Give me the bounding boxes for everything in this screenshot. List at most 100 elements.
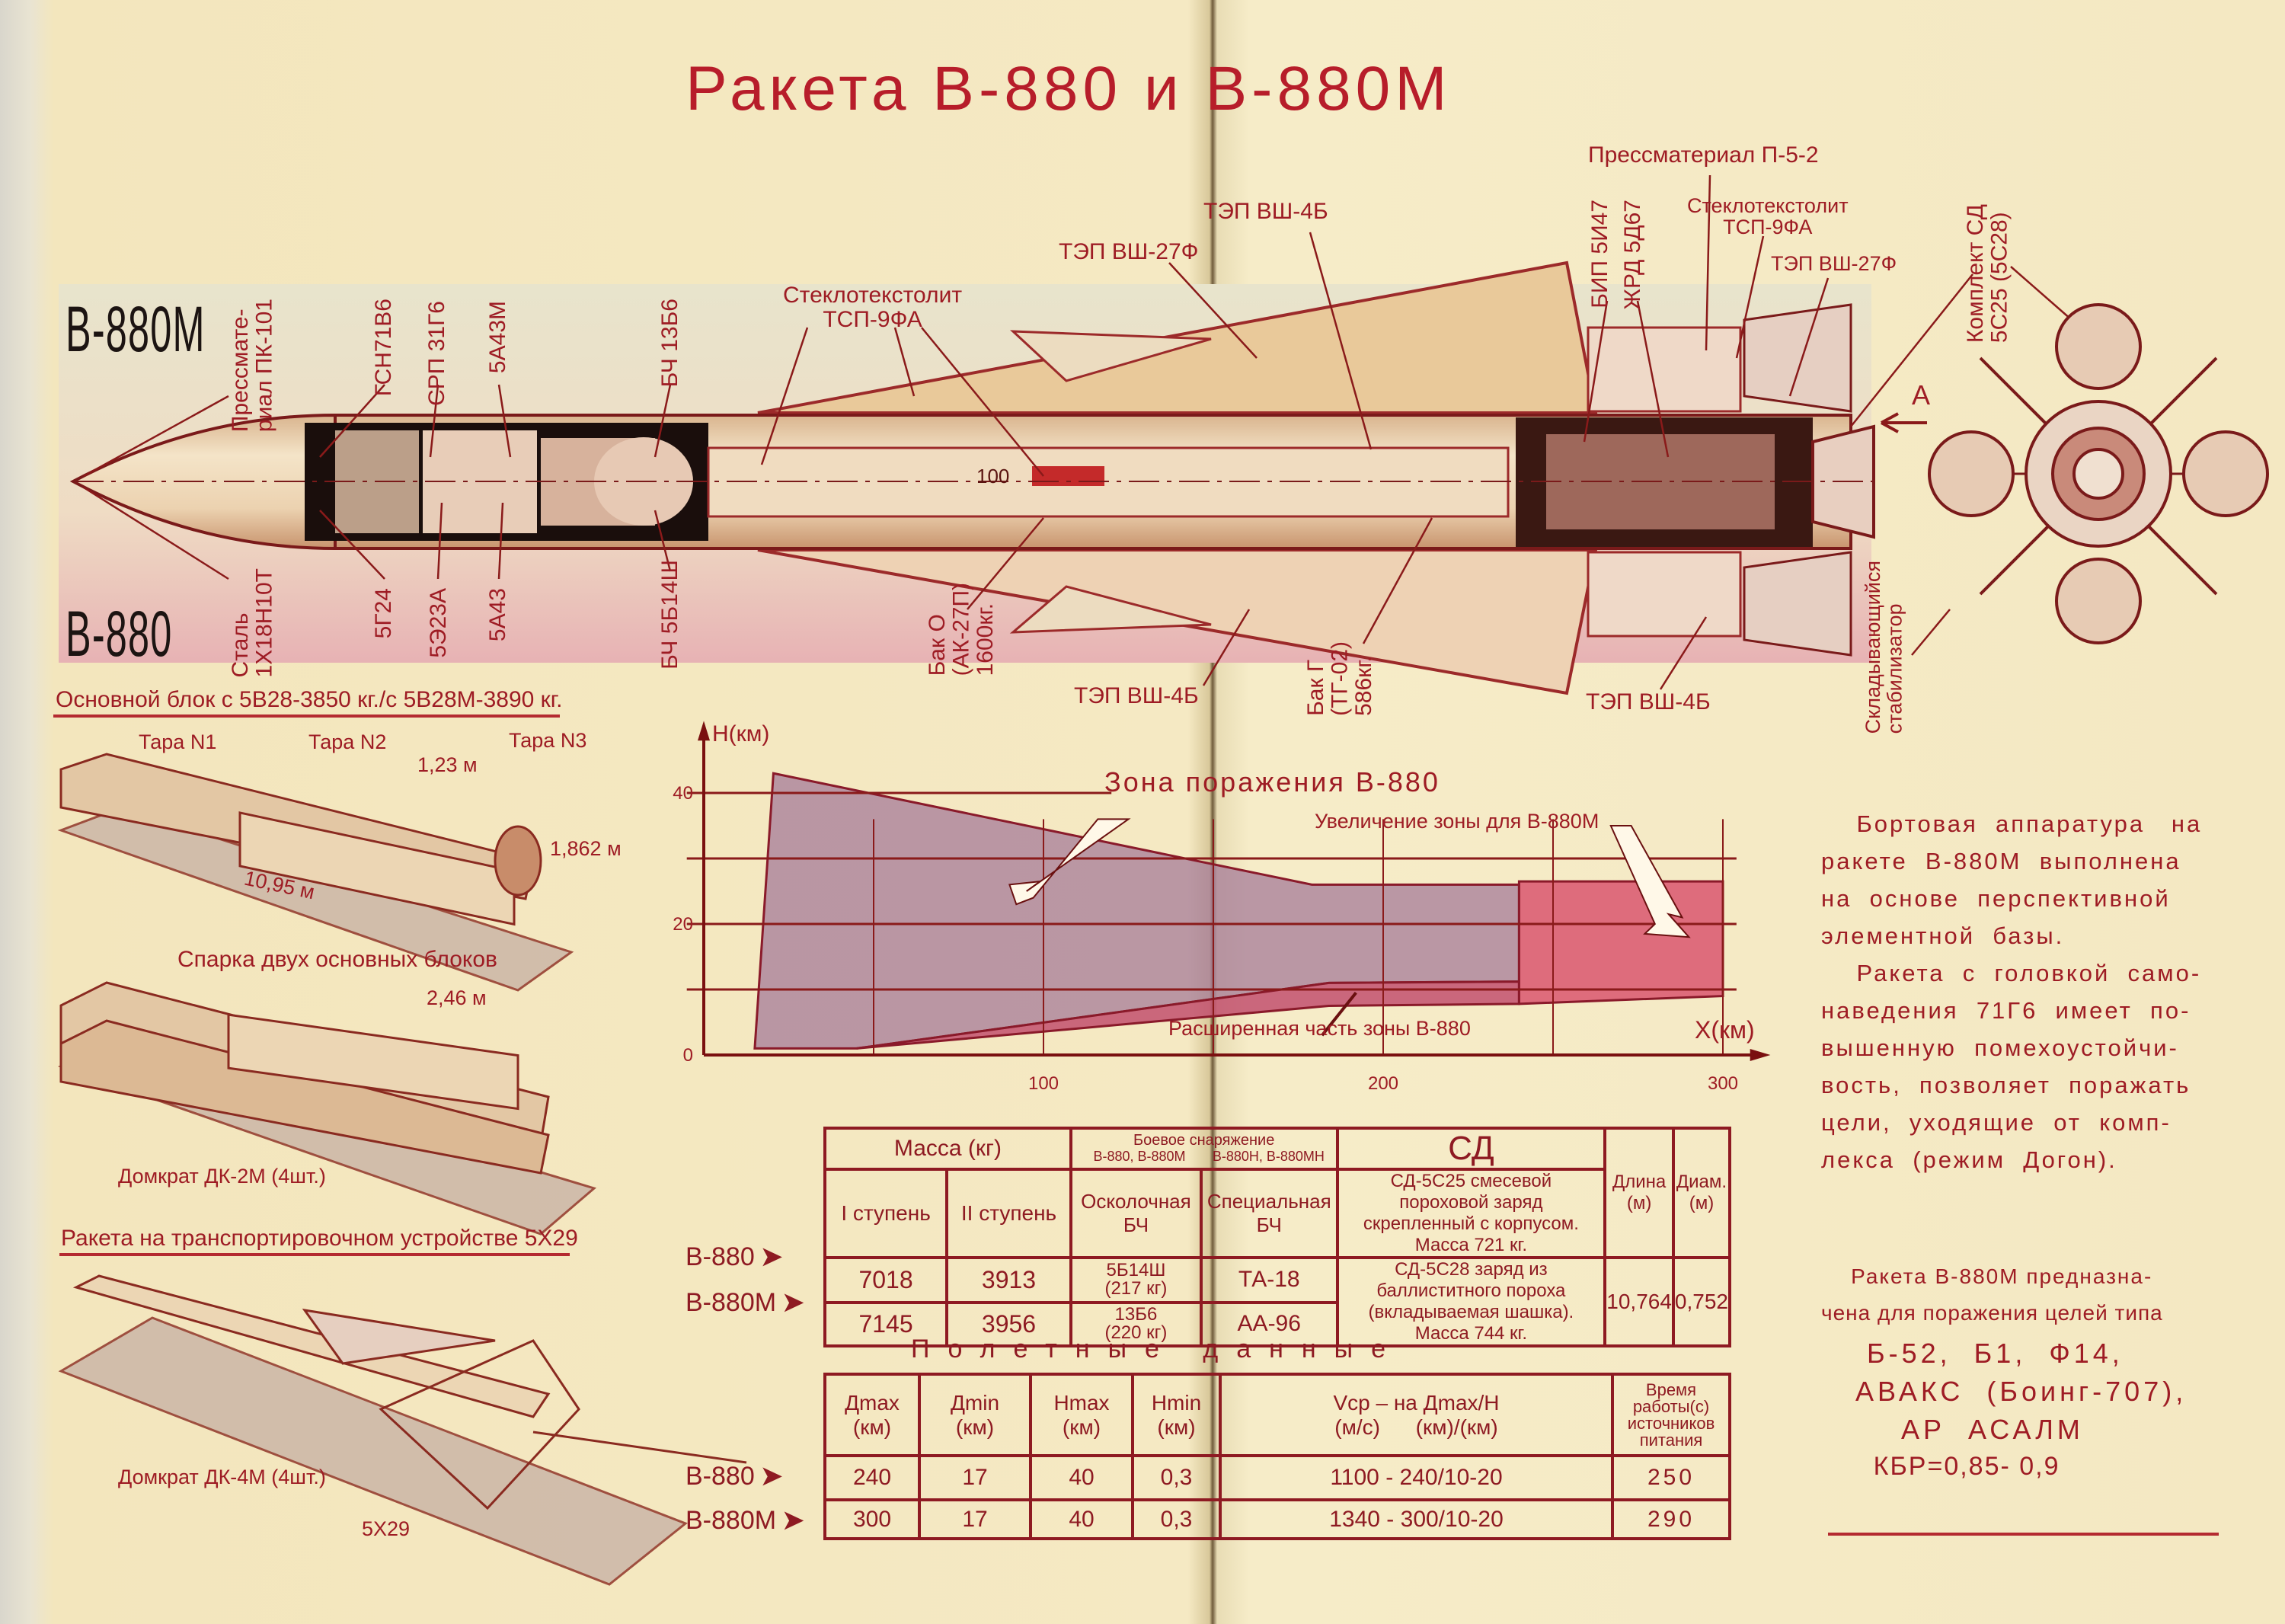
callout-pressmaterial-p52: Прессматериал П-5-2: [1588, 142, 1819, 168]
note-line: на основе перспективной: [1821, 885, 2171, 912]
cell: 17: [918, 1498, 1032, 1540]
note-line: чена для поражения целей типа: [1821, 1301, 2163, 1325]
callout-fiberglass-right: Стеклотекстолит ТСП-9ФА: [1687, 194, 1849, 239]
mass-header: Масса (кг): [823, 1127, 1072, 1171]
lower-canard: [1009, 585, 1212, 634]
jack-dk4m-label: Домкрат ДК-4М (4шт.): [118, 1466, 326, 1488]
callout-fuel-tank: Бак Г (ТГ-02) 586кг.: [1303, 641, 1376, 716]
note-line: КБР=0,85- 0,9: [1821, 1452, 2060, 1481]
header-dmax: Дmax (км): [823, 1373, 921, 1457]
dimension-1-862: 1,862 м: [550, 837, 622, 860]
length-value: 10,764: [1603, 1256, 1675, 1347]
cell: 0,3: [1131, 1498, 1222, 1540]
cell: 1340 - 300/10-20: [1219, 1498, 1614, 1540]
flight-data-table: Дmax (км) Дmin (км) Hmax (км) Hmin (км) …: [823, 1373, 1731, 1540]
end-view-a: [1928, 303, 2269, 644]
row-arrow-icon: ➤: [782, 1288, 804, 1317]
jack-dk2m-label: Домкрат ДК-2М (4шт.): [118, 1165, 326, 1188]
note-line: Бортовая аппаратура на: [1821, 810, 2203, 837]
tara-3-label: Тара N3: [509, 729, 587, 752]
row-arrow-icon: ➤: [782, 1506, 804, 1535]
table1-row-label-b880m: В-880М➤: [686, 1287, 804, 1318]
header-hmin: Hmin (км): [1131, 1373, 1222, 1457]
note-line: ракете В-880М выполнена: [1821, 848, 2181, 874]
stage1-header: I ступень: [823, 1168, 949, 1259]
header-power-time: Время работы(с) источников питания: [1611, 1373, 1731, 1457]
y-axis-arrow-icon: [698, 721, 710, 741]
motor-header: СД: [1335, 1127, 1607, 1171]
callout-folding-stabilizer: Складывающийся стабилизатор: [1862, 561, 1906, 734]
note-line: АВАКС (Боинг-707),: [1821, 1376, 2188, 1407]
zone-series-2: [1517, 880, 1724, 1005]
header-dmin: Дmin (км): [918, 1373, 1032, 1457]
main-block-heading: Основной блок с 5В28-3850 кг./с 5В28М-38…: [56, 687, 563, 712]
flight-data-title: Полетные данные: [911, 1335, 1405, 1363]
tara-2-label: Тара N2: [308, 730, 387, 753]
page-title: Ракета В-880 и В-880М: [686, 54, 1452, 123]
cell: 290: [1611, 1498, 1731, 1540]
cell: 40: [1029, 1454, 1134, 1501]
dimension-1-23: 1,23 м: [417, 753, 478, 776]
motor-5c28-desc: СД-5С28 заряд из баллиститного пороха (в…: [1335, 1256, 1607, 1347]
cell: 3956: [945, 1300, 1072, 1347]
callout-5g24: 5Г24: [371, 588, 396, 639]
pair-heading: Спарка двух основных блоков: [177, 947, 497, 972]
transport-device-heading: Ракета на транспортировочном устройстве …: [61, 1226, 578, 1251]
note-line: Б-52, Б1, Ф14,: [1821, 1338, 2124, 1369]
view-a-label: А: [1912, 379, 1931, 411]
booster-nozzle-top: [1743, 303, 1852, 413]
callout-warhead-13b6: БЧ 13Б6: [657, 299, 682, 388]
callout-tep27-right: ТЭП ВШ-27Ф: [1771, 252, 1897, 275]
diameter-value: 0,752: [1671, 1256, 1732, 1347]
diameter-header: Диам. (м): [1671, 1127, 1732, 1259]
cell: 40: [1029, 1498, 1134, 1540]
row-label-text: В-880М: [686, 1506, 777, 1535]
cell: 250: [1611, 1454, 1731, 1501]
tube-marking: 100: [976, 465, 1010, 488]
header-vavg: Vср – на Дmax/H (м/с) (км)/(км): [1219, 1373, 1614, 1457]
table1-row-label-b880: В-880➤: [686, 1242, 782, 1272]
y-tick-label: 40: [673, 783, 693, 804]
callout-5a43: 5А43: [485, 588, 510, 642]
cell: ТА-18: [1200, 1256, 1339, 1304]
variant-label-b880m: В-880М: [66, 293, 206, 365]
note-line: лекса (режим Догон).: [1821, 1146, 2117, 1173]
view-a-arrow: [1881, 412, 1927, 433]
note-line: элементной базы.: [1821, 922, 2065, 949]
dimension-2-46: 2,46 м: [427, 986, 487, 1009]
note-line: вость, позволяет поражать: [1821, 1072, 2191, 1098]
table2-row-label-b880: В-880➤: [686, 1461, 782, 1491]
warhead-subheader: В-880Н, В-880МН: [1212, 1149, 1325, 1164]
callout-pressmaterial-pk101: Прессмате- риал ПК-101: [228, 299, 277, 433]
note-line: вышенную помехоустойчи-: [1821, 1034, 2179, 1061]
cell: 5Б14Ш (217 кг): [1069, 1256, 1203, 1304]
cell: 7018: [823, 1256, 949, 1304]
transport-main-block: [57, 753, 574, 992]
chart-y-axis-label: H(км): [712, 721, 770, 746]
row-label-text: В-880: [686, 1462, 755, 1491]
callout-tep4b-right: ТЭП ВШ-4Б: [1586, 689, 1711, 714]
length-header: Длина (м): [1603, 1127, 1675, 1259]
cell: АА-96: [1200, 1300, 1339, 1347]
device-5x29-label: 5Х29: [362, 1517, 411, 1540]
cell: 17: [918, 1454, 1032, 1501]
callout-seeker: ГСН71В6: [371, 299, 396, 397]
warhead-header-title: Боевое снаряжение: [1133, 1132, 1275, 1149]
note-line: Ракета с головкой само-: [1821, 960, 2202, 986]
motor-5c25-desc: СД-5С25 смесевой пороховой заряд скрепле…: [1335, 1168, 1607, 1259]
cell: 240: [823, 1454, 921, 1501]
annotation-zone: Зона поражения В-880: [1104, 766, 1440, 798]
table2-row-label-b880m: В-880М➤: [686, 1505, 804, 1536]
variant-label-b880: В-880: [66, 598, 173, 670]
callout-warhead-5b14: БЧ 5Б14Ш: [657, 560, 682, 670]
leader-lines: [83, 174, 2072, 690]
note-line: Ракета В-880М предназна-: [1821, 1264, 2153, 1288]
cell: 7145: [823, 1300, 949, 1347]
callout-fiberglass-left: Стеклотекстолит ТСП-9ФА: [783, 283, 963, 332]
row-arrow-icon: ➤: [760, 1462, 783, 1491]
transport-device-5x29: [58, 1274, 747, 1586]
booster-nozzle-bottom: [1743, 551, 1852, 657]
